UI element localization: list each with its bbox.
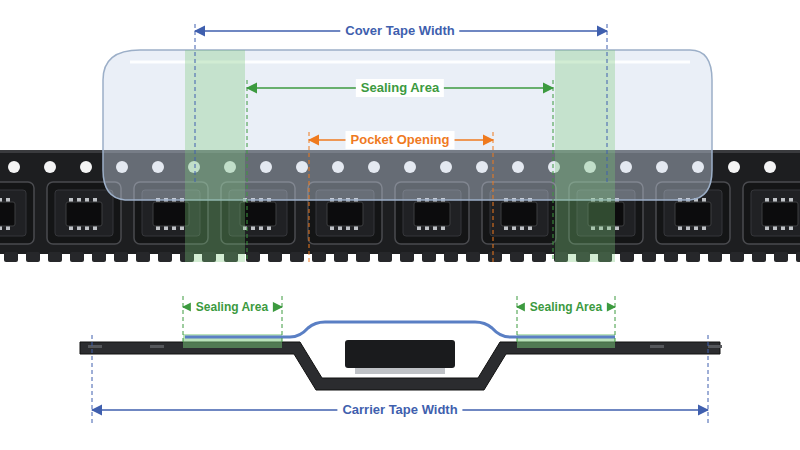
- tape-edge-tab: [686, 252, 700, 262]
- ic-chip: [240, 202, 276, 226]
- ic-chip: [501, 202, 537, 226]
- dimension-label: Sealing Area: [525, 298, 607, 316]
- cross-section-notch: [150, 345, 164, 348]
- tape-edge-tab: [136, 252, 150, 262]
- sprocket-hole: [728, 161, 740, 173]
- extension-line: [553, 80, 554, 262]
- tape-edge-tab: [268, 252, 282, 262]
- tape-edge-tab: [532, 252, 546, 262]
- pocket: [743, 182, 800, 244]
- tape-edge-tab: [510, 252, 524, 262]
- tape-edge-tab: [488, 252, 502, 262]
- tape-edge-tab: [708, 252, 722, 262]
- pocket-floor: [0, 190, 26, 236]
- extension-line: [615, 296, 616, 345]
- tape-edge-tab: [70, 252, 84, 262]
- sprocket-hole: [8, 161, 20, 173]
- ic-chip: [153, 202, 189, 226]
- tape-edge-tab: [466, 252, 480, 262]
- extension-line: [92, 335, 93, 425]
- extension-line: [309, 132, 310, 262]
- tape-edge-tab: [356, 252, 370, 262]
- tape-edge-tab: [26, 252, 40, 262]
- extension-line: [517, 296, 518, 345]
- carrier-tape-cross-section: [80, 322, 722, 390]
- tape-edge-tab: [4, 252, 18, 262]
- sprocket-hole: [80, 161, 92, 173]
- tape-edge-tab: [752, 252, 766, 262]
- tape-edge-tab: [246, 252, 260, 262]
- ic-chip: [0, 202, 15, 226]
- ic-chip: [414, 202, 450, 226]
- ic-chip: [66, 202, 102, 226]
- tape-edge-tab: [48, 252, 62, 262]
- tape-edge-tab: [334, 252, 348, 262]
- extension-line: [247, 80, 248, 262]
- cover-tape-profile: [185, 322, 615, 337]
- pocket: [0, 182, 34, 244]
- sealing-band: [185, 50, 245, 262]
- ic-chip: [675, 202, 711, 226]
- tape-edge-tab: [774, 252, 788, 262]
- extension-line: [493, 132, 494, 262]
- extension-line: [708, 335, 709, 425]
- extension-line: [607, 24, 608, 185]
- dimension-label: Carrier Tape Width: [337, 401, 462, 419]
- tape-edge-tab: [422, 252, 436, 262]
- dimension-label: Pocket Opening: [346, 131, 455, 149]
- pocket-floor: [751, 190, 800, 236]
- dimension-label: Sealing Area: [191, 298, 273, 316]
- ic-chip: [345, 340, 455, 368]
- tape-edge-tab: [620, 252, 634, 262]
- tape-edge-tab: [312, 252, 326, 262]
- tape-edge-tab: [400, 252, 414, 262]
- extension-line: [183, 296, 184, 345]
- dimension-label: Sealing Area: [356, 79, 444, 97]
- extension-line: [282, 296, 283, 345]
- tape-edge-tab: [114, 252, 128, 262]
- cross-section-notch: [88, 345, 102, 348]
- ic-chip: [327, 202, 363, 226]
- tape-edge-tab: [158, 252, 172, 262]
- dimension-label: Cover Tape Width: [340, 22, 459, 40]
- pocket-floor: [55, 190, 113, 236]
- tape-edge-tab: [92, 252, 106, 262]
- tape-edge-tab: [290, 252, 304, 262]
- sprocket-hole: [44, 161, 56, 173]
- extension-line: [195, 24, 196, 185]
- tape-edge-tab: [730, 252, 744, 262]
- sprocket-hole: [764, 161, 776, 173]
- tape-edge-tab: [378, 252, 392, 262]
- tape-edge-tab: [444, 252, 458, 262]
- ic-chip: [762, 202, 798, 226]
- tape-edge-tab: [664, 252, 678, 262]
- cross-section-notch: [708, 345, 722, 348]
- cross-section-notch: [650, 345, 664, 348]
- tape-edge-tab: [642, 252, 656, 262]
- tape-edge-tab: [796, 252, 800, 262]
- sealing-band: [555, 50, 615, 262]
